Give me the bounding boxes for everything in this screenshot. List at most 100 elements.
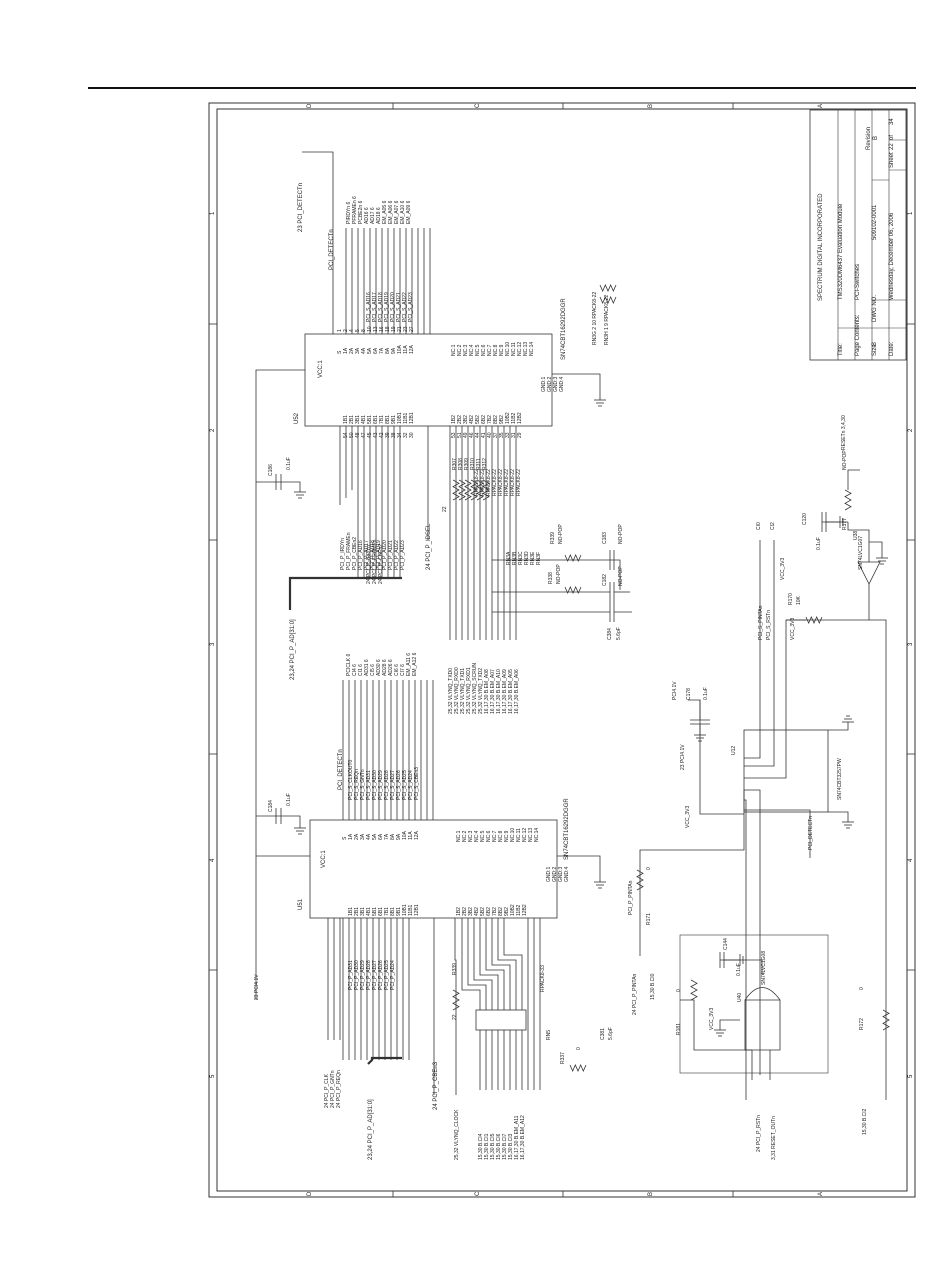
u52-pin-nc: NC:5 xyxy=(475,344,481,356)
vcc33-d: VCC_3V3 xyxy=(709,1008,715,1030)
c186-ref: C186 xyxy=(268,464,274,476)
bottom-net: 25,32 VLYNQ_CLOCK xyxy=(454,1109,460,1160)
u51-b-net: PCI_P_AD30 xyxy=(354,960,360,990)
resistor-zigzag xyxy=(599,296,617,304)
company-name: SPECTRUM DIGITAL INCORPORATED xyxy=(818,193,824,301)
u51-pin-nc: NC:2 xyxy=(462,830,468,842)
u52-pin-nc: NC:9 xyxy=(499,344,505,356)
zone-number-right: 2 xyxy=(908,428,914,432)
u52-b-net: PCI_P_AD20 xyxy=(382,540,388,570)
r172-ref: R172 xyxy=(859,1018,865,1030)
u51-sheet-ref: 24 PCI_P_GNTn xyxy=(330,1070,336,1108)
title-label: Title: xyxy=(838,343,844,356)
rn3-rpack-label: RPACK8-22 xyxy=(474,469,480,496)
bottom-net: 16,17,30 B.EM_A12 xyxy=(520,1115,526,1160)
u52-pin-b2: 9B2 xyxy=(499,415,505,424)
vcc33-a: VCC_3V3 xyxy=(780,558,786,580)
u52-pin-b2: 4B2 xyxy=(469,415,475,424)
rn3-rpack-label: RPACK8-22 xyxy=(516,469,522,496)
u52-pin-a: 1A xyxy=(343,347,349,354)
u51-pin-a: 2A xyxy=(354,833,360,840)
u51-pin-b2: 8B2 xyxy=(498,907,504,916)
u51-pin-nc: NC:8 xyxy=(498,830,504,842)
u51-b-net: PCI_P_AD31 xyxy=(348,960,354,990)
rn3-ref: RN3B xyxy=(512,551,518,565)
bottom-net: 15,30 B.CI6 xyxy=(496,1133,502,1160)
c178-val: 0.1uF xyxy=(703,687,709,700)
u52-pin-b2-num: 53 xyxy=(451,432,457,438)
rn3-ref: RN3E xyxy=(530,551,536,565)
u51-pin-b2: 5B2 xyxy=(480,907,486,916)
u51-pin-a: 11A xyxy=(408,831,414,840)
zone-letter-bottom: D xyxy=(307,1191,313,1196)
u51-pin-b: 1B1 xyxy=(348,907,354,916)
u51-a-net: PCI_S_AD24 xyxy=(408,770,414,800)
u51-a-net: PCI_S_GNTn xyxy=(360,769,366,800)
u51-pin-nc: NC:10 xyxy=(510,828,516,842)
resistor-zigzag xyxy=(458,479,466,501)
u52-pin-a: S xyxy=(337,350,343,354)
u51-a-net: PCI_S_AD31 xyxy=(366,770,372,800)
u52-pin-nc: NC:4 xyxy=(469,344,475,356)
sheet-outer-border xyxy=(208,102,916,1198)
c182-ref: C182 xyxy=(602,574,608,586)
sheet-value: 22 xyxy=(889,143,895,150)
resistor-zigzag xyxy=(452,989,460,1011)
u52-idsel: 24 PCI_P_IDSEL xyxy=(426,523,432,570)
u51-pin-b2: 4B2 xyxy=(474,907,480,916)
u52-b-net: PCI_P_AD17 xyxy=(364,540,370,570)
c178-ref: C178 xyxy=(686,688,692,700)
u51-b-net: PCI_P_AD27 xyxy=(372,960,378,990)
u52-pin-b: 12B1 xyxy=(409,412,415,424)
resistor-symbols xyxy=(452,284,890,1072)
u52-pin-b2-num: 46 xyxy=(469,432,475,438)
u51-a-net: PCI_S_CLKOUT0 xyxy=(348,759,354,800)
u51-right-net: EM_A12 6 xyxy=(412,652,418,676)
u51-bus: 23,24 PCI_P_AD[31:0] xyxy=(368,1099,374,1160)
pci-p-pinta: PCI_P_PINTAn xyxy=(628,880,634,915)
u52-sheet-ref: 24 PCI_P_FRAMEn xyxy=(372,539,378,584)
u52-pin-b2-num: 29 xyxy=(517,432,523,438)
u52-pin-b: 1B1 xyxy=(343,415,349,424)
zone-letter-bottom: A xyxy=(818,1192,824,1196)
bottom-net: 15,30 B.CI5 xyxy=(490,1133,496,1160)
u51-pin-gnd: GND:1 xyxy=(546,867,552,883)
u52-bus: 23,24 PCI_P_AD[31:0] xyxy=(290,619,296,680)
u52-pin-a: 4A xyxy=(361,347,367,354)
u51-right-net: AD31 6 xyxy=(364,659,370,676)
r339-val: NO-POP xyxy=(558,524,564,544)
zone-letter-top: C xyxy=(475,103,481,108)
u52-right-net: EM_A06 6 xyxy=(388,200,394,224)
u51-chip xyxy=(309,819,558,919)
u52-pin-b: 5B1 xyxy=(367,415,373,424)
u51-pin-nc: NC:12 xyxy=(522,828,528,842)
u52-pin-b2: 2B2 xyxy=(457,415,463,424)
c384-val: 5.6pF xyxy=(616,627,622,640)
u52-pin-gnd: GND:4 xyxy=(559,377,565,393)
dwg-value: 509102-0001 xyxy=(872,204,878,240)
pci14-net: PCI4.1V xyxy=(672,681,678,700)
rn3-resistor: R311 xyxy=(476,458,482,470)
u52-pin-b2-num: 35 xyxy=(499,432,505,438)
u52-pin-b2-num: 37 xyxy=(493,432,499,438)
u51-pin-gnd: GND:2 xyxy=(552,867,558,883)
zone-number-left: 3 xyxy=(210,642,216,646)
rn3-rpack-label: RPACK8-22 xyxy=(510,469,516,496)
r177-ref: R177 xyxy=(842,518,848,530)
u52-sheet-ref: 24 PCI_P_CBEn2 xyxy=(378,544,384,584)
u52-pin-gnd: GND:3 xyxy=(553,377,559,393)
rn3-rpack-label: RPACK8-22 xyxy=(498,469,504,496)
u51-right-net: CI4 6 xyxy=(352,664,358,676)
u52-pin-nc: NC:11 xyxy=(511,342,517,356)
resistor-zigzag xyxy=(690,979,698,1001)
zone-number-right: 3 xyxy=(908,642,914,646)
title-block-text: SPECTRUM DIGITAL INCORPORATED Title: TMS… xyxy=(818,118,895,356)
c381-val: 5.6pF xyxy=(608,1027,614,1040)
c120-val: 0.1uF xyxy=(816,537,822,550)
rn3-ref: RN3D xyxy=(524,551,530,565)
u52-detect: PCI_DETECTn xyxy=(329,229,335,270)
u51-pin-a: 7A xyxy=(384,833,390,840)
